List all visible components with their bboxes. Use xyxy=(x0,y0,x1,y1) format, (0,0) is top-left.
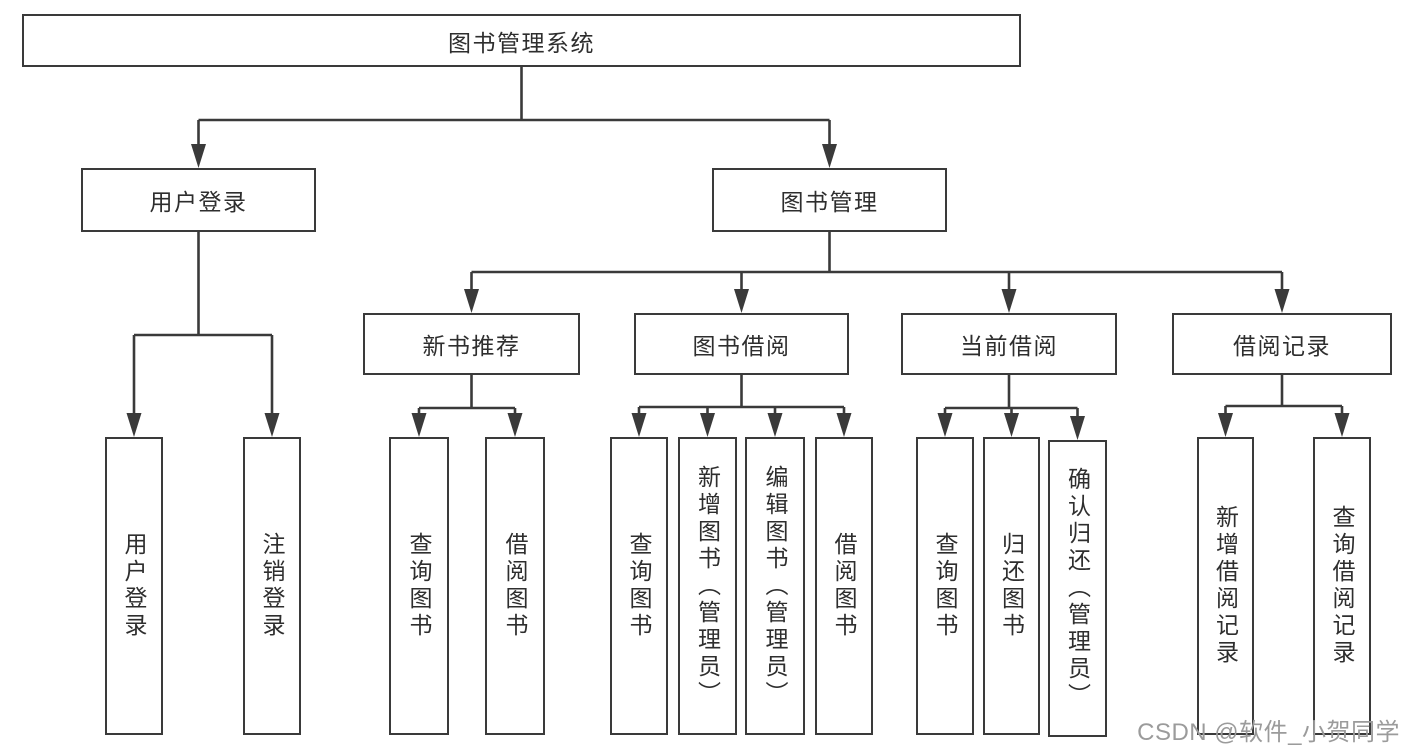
node-l8: 借阅图书 xyxy=(815,437,873,735)
node-l13: 查询借阅记录 xyxy=(1313,437,1371,735)
node-label: 借阅图书 xyxy=(502,532,528,640)
node-label: 新增图书（管理员） xyxy=(694,464,721,708)
node-borrow: 图书借阅 xyxy=(634,313,849,375)
node-label: 查询图书 xyxy=(626,532,652,640)
node-label: 注销登录 xyxy=(259,532,285,640)
node-l2: 注销登录 xyxy=(243,437,301,735)
node-label: 归还图书 xyxy=(998,532,1025,640)
node-l4: 借阅图书 xyxy=(485,437,545,735)
node-l3: 查询图书 xyxy=(389,437,449,735)
node-label: 借阅记录 xyxy=(1233,333,1331,359)
node-label: 确认归还（管理员） xyxy=(1064,467,1091,710)
node-label: 用户登录 xyxy=(149,189,248,215)
node-label: 借阅图书 xyxy=(831,532,857,640)
node-label: 新书推荐 xyxy=(422,333,521,359)
node-l1: 用户登录 xyxy=(105,437,163,735)
node-l9: 查询图书 xyxy=(916,437,974,735)
node-l7: 编辑图书（管理员） xyxy=(745,437,805,735)
node-l12: 新增借阅记录 xyxy=(1197,437,1254,735)
node-label: 图书借阅 xyxy=(692,333,791,359)
node-newbook: 新书推荐 xyxy=(363,313,580,375)
node-root: 图书管理系统 xyxy=(22,14,1021,67)
node-label: 查询借阅记录 xyxy=(1329,505,1355,667)
node-label: 新增借阅记录 xyxy=(1212,505,1239,667)
watermark: CSDN @软件_小贺同学 xyxy=(1137,719,1400,746)
node-l10: 归还图书 xyxy=(983,437,1040,735)
node-label: 编辑图书（管理员） xyxy=(762,464,788,708)
node-label: 图书管理系统 xyxy=(448,29,595,56)
node-login: 用户登录 xyxy=(81,168,316,232)
node-records: 借阅记录 xyxy=(1172,313,1392,375)
node-label: 当前借阅 xyxy=(960,333,1058,359)
node-label: 图书管理 xyxy=(780,189,879,215)
node-l6: 新增图书（管理员） xyxy=(678,437,737,735)
node-label: 查询图书 xyxy=(932,532,958,640)
node-current: 当前借阅 xyxy=(901,313,1117,375)
node-mgmt: 图书管理 xyxy=(712,168,947,232)
node-label: 查询图书 xyxy=(406,532,432,640)
node-l5: 查询图书 xyxy=(610,437,668,735)
node-l11: 确认归还（管理员） xyxy=(1048,440,1107,737)
node-label: 用户登录 xyxy=(121,532,147,640)
